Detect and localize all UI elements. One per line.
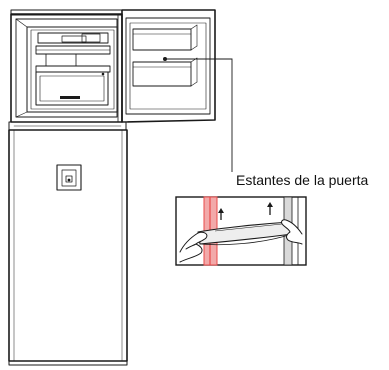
left-hand-icon [179,231,208,263]
door-shelves-label: Estantes de la puerta [236,172,369,188]
detail-inset [175,196,307,266]
right-hand-icon [281,219,303,245]
door-shelf-upper [132,24,198,51]
freezer-compartment [10,9,123,123]
refrigerator-compartment [8,121,128,366]
lift-up-arrow-icon [267,202,273,215]
callout-leader [165,58,233,172]
freezer-door-open [117,9,216,123]
water-dispenser [56,164,82,191]
door-shelf-lower [132,57,198,87]
lift-up-arrow-icon [218,208,224,220]
